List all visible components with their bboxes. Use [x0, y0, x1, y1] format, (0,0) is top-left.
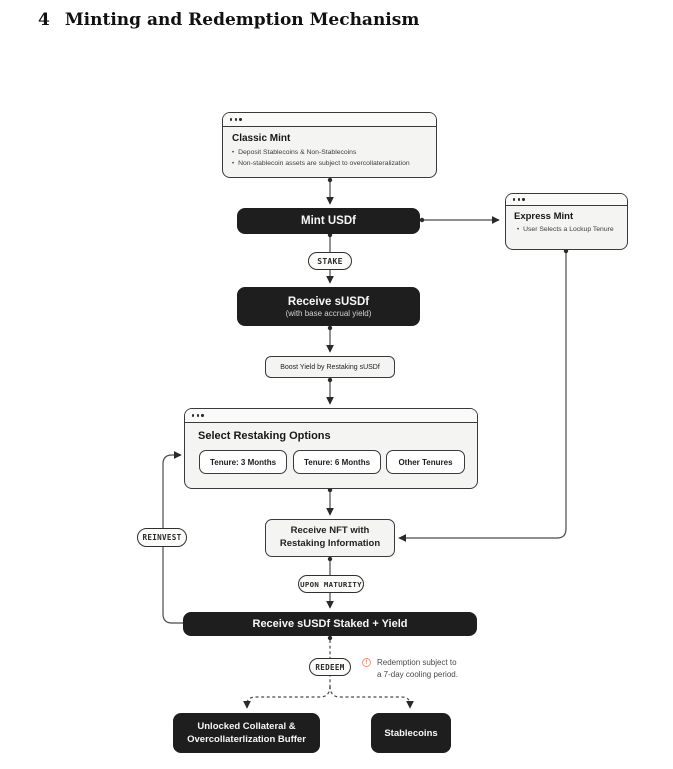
bullet-icon: •	[517, 227, 520, 233]
upon-maturity-pill: UPON MATURITY	[298, 575, 364, 593]
express-mint-title: Express Mint	[514, 211, 574, 222]
stake-pill: STAKE	[308, 252, 352, 270]
express-mint-card: Express Mint • User Selects a Lockup Ten…	[505, 193, 628, 250]
classic-mint-bullet: • Non-stablecoin assets are subject to o…	[232, 159, 427, 170]
receive-susdf-label: Receive sUSDf	[287, 295, 370, 308]
stablecoins-node: Stablecoins	[371, 713, 451, 753]
receive-nft-node: Receive NFT with Restaking Information	[265, 519, 395, 557]
redeem-pill: REDEEM	[309, 658, 351, 676]
section-title: Minting and Redemption Mechanism	[64, 10, 420, 30]
classic-mint-title: Classic Mint	[232, 133, 291, 144]
tenure-3-months-button: Tenure: 3 Months	[199, 450, 287, 474]
express-mint-bullet: • User Selects a Lockup Tenure	[517, 225, 619, 236]
unlocked-collateral-node: Unlocked Collateral & Overcollaterlizati…	[173, 713, 320, 753]
classic-mint-card: Classic Mint • Deposit Stablecoins & Non…	[222, 112, 437, 178]
redemption-note: ! Redemption subject to a 7-day cooling …	[362, 657, 458, 681]
receive-susdf-node: Receive sUSDf (with base accrual yield)	[237, 287, 420, 326]
window-dots-icon	[506, 194, 627, 206]
section-number: 4	[38, 10, 50, 30]
bullet-icon: •	[232, 161, 235, 168]
receive-staked-yield-node: Receive sUSDf Staked + Yield	[183, 612, 477, 636]
receive-susdf-sublabel: (with base accrual yield)	[285, 308, 372, 318]
warning-icon: !	[362, 658, 371, 667]
other-tenures-button: Other Tenures	[386, 450, 465, 474]
reinvest-pill: REINVEST	[137, 528, 187, 547]
bullet-icon: •	[232, 150, 235, 156]
section-heading: 4 Minting and Redemption Mechanism	[38, 10, 419, 30]
mint-usdf-node: Mint USDf	[237, 208, 420, 234]
tenure-6-months-button: Tenure: 6 Months	[293, 450, 381, 474]
window-dots-icon	[185, 409, 477, 423]
mint-usdf-label: Mint USDf	[301, 215, 356, 227]
select-restaking-title: Select Restaking Options	[198, 430, 331, 442]
select-restaking-card: Select Restaking Options Tenure: 3 Month…	[184, 408, 478, 489]
boost-yield-node: Boost Yield by Restaking sUSDf	[265, 356, 395, 378]
classic-mint-bullet: • Deposit Stablecoins & Non-Stablecoins	[232, 148, 427, 159]
window-dots-icon	[223, 113, 436, 127]
